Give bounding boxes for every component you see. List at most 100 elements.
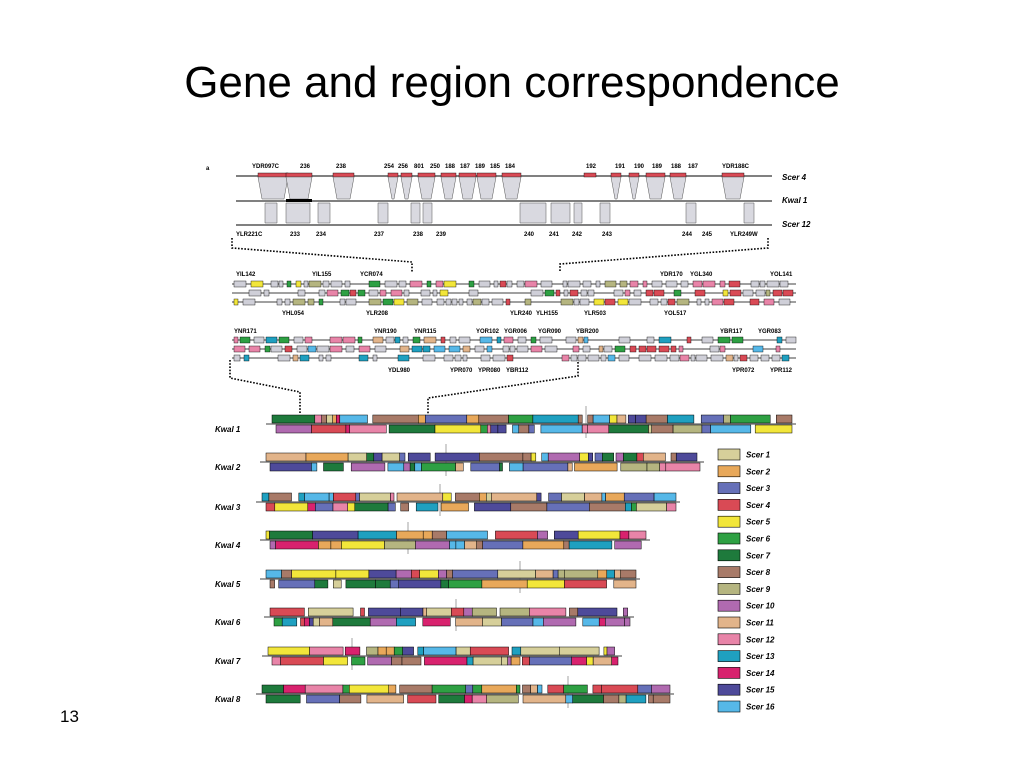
legend-label: Scer 7 xyxy=(746,551,771,560)
synteny-block xyxy=(455,617,483,627)
panel-a-bottom-gene-label: 237 xyxy=(374,232,385,238)
panel-b-gene-block xyxy=(766,280,780,288)
synteny-block xyxy=(368,569,397,579)
panel-b-gene-label: YGR006 xyxy=(504,329,528,335)
panel-b-gene-block xyxy=(607,354,616,362)
panel-b-gene-block xyxy=(440,336,446,344)
panel-b-gene-block xyxy=(752,345,764,353)
panel-b-gene-block xyxy=(653,289,665,297)
synteny-block xyxy=(418,414,426,424)
synteny-block xyxy=(597,569,608,579)
panel-a-top-gene-label: 254 xyxy=(384,164,395,170)
synteny-block xyxy=(701,424,711,434)
panel-b-gene-block xyxy=(604,298,616,306)
synteny-block xyxy=(559,646,600,656)
panel-b-gene-block xyxy=(292,298,306,306)
synteny-block xyxy=(614,569,621,579)
synteny-block xyxy=(330,540,342,550)
panel-a-gene-link xyxy=(476,176,497,200)
panel-b-gene-block xyxy=(466,298,473,306)
synteny-block xyxy=(400,607,424,617)
panel-b-gene-block xyxy=(728,280,741,288)
synteny-block xyxy=(448,579,483,589)
synteny-block xyxy=(554,530,579,540)
synteny-block xyxy=(304,492,330,502)
synteny-block xyxy=(579,452,589,462)
panel-b-gene-label: YLH155 xyxy=(536,311,559,317)
synteny-block xyxy=(323,462,344,472)
panel-b-gene-block xyxy=(403,289,410,297)
synteny-block xyxy=(479,452,524,462)
panel-b-gene-block xyxy=(696,298,702,306)
synteny-block xyxy=(265,452,307,462)
synteny-block xyxy=(672,424,703,434)
panel-b-gene-block xyxy=(645,289,654,297)
synteny-block xyxy=(635,414,647,424)
panel-a-gene-block xyxy=(257,172,289,178)
synteny-block xyxy=(399,452,406,462)
synteny-block xyxy=(546,502,590,512)
panel-b-gene-block xyxy=(670,345,677,353)
panel-b-gene-block xyxy=(583,336,589,344)
synteny-block xyxy=(261,492,270,502)
synteny-block xyxy=(373,452,383,462)
panel-b-gene-block xyxy=(329,336,343,344)
panel-b-gene-block xyxy=(480,354,491,362)
panel-b-gene-block xyxy=(412,336,421,344)
legend-swatch xyxy=(717,566,741,578)
panel-a-top-gene-label: 238 xyxy=(336,164,347,170)
panel-b-gene-label: YPR080 xyxy=(478,368,501,374)
panel-b-gene-label: YLR208 xyxy=(366,311,389,317)
synteny-block xyxy=(588,452,593,462)
synteny-block xyxy=(486,492,492,502)
synteny-block xyxy=(537,530,548,540)
synteny-block xyxy=(628,530,647,540)
synteny-block xyxy=(495,530,538,540)
synteny-block xyxy=(490,424,499,434)
panel-b-gene-block xyxy=(540,280,553,288)
synteny-block xyxy=(568,540,613,550)
synteny-block xyxy=(535,569,554,579)
synteny-block xyxy=(508,414,534,424)
synteny-block xyxy=(665,462,701,472)
synteny-block xyxy=(396,492,443,502)
panel-b-gene-block xyxy=(307,345,317,353)
panel-b-gene-block xyxy=(723,298,735,306)
synteny-block xyxy=(396,530,424,540)
synteny-block xyxy=(265,502,276,512)
panel-b-gene-block xyxy=(295,280,302,288)
legend-label: Scer 12 xyxy=(746,635,775,644)
panel-b-gene-block xyxy=(406,298,419,306)
panel-b-gene-block xyxy=(304,336,313,344)
synteny-block xyxy=(529,607,567,617)
synteny-block xyxy=(616,414,627,424)
panel-a-top-gene-label: 189 xyxy=(475,164,486,170)
panel-b-gene-block xyxy=(397,354,410,362)
synteny-block xyxy=(387,462,405,472)
synteny-block xyxy=(667,414,695,424)
synteny-block xyxy=(574,462,618,472)
panel-a-gene-link xyxy=(400,176,413,200)
panel-b-gene-block xyxy=(679,354,690,362)
panel-b-gene-block xyxy=(717,336,731,344)
panel-b-gene-label: YOL517 xyxy=(664,311,687,317)
panel-b-gene-block xyxy=(569,289,579,297)
panel-a-gene-block xyxy=(286,199,312,202)
panel-b-gene-block xyxy=(296,345,308,353)
legend-label: Scer 4 xyxy=(746,501,771,510)
panel-b-gene-block xyxy=(778,298,791,306)
panel-a-gene-block xyxy=(440,172,457,178)
synteny-block xyxy=(469,646,509,656)
synteny-block xyxy=(613,579,637,589)
panel-b-gene-block xyxy=(505,298,511,306)
panel-b-gene-block xyxy=(544,345,558,353)
synteny-block xyxy=(606,569,615,579)
panel-b-gene-block xyxy=(572,345,580,353)
legend-label: Scer 16 xyxy=(746,703,775,712)
track-label-scer-4: Scer 4 xyxy=(782,173,807,182)
panel-b-gene-block xyxy=(633,289,642,297)
synteny-block xyxy=(564,569,599,579)
legend-swatch xyxy=(717,667,741,679)
synteny-block xyxy=(510,502,548,512)
synteny-block xyxy=(359,492,391,502)
